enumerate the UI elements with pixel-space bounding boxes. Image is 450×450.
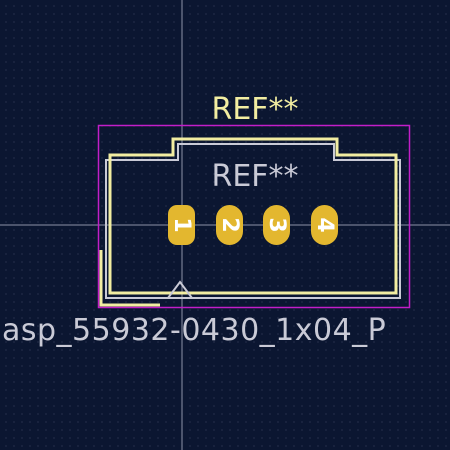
pad-3[interactable] xyxy=(263,205,290,245)
pin1-triangle-marker xyxy=(167,280,193,299)
pad-2[interactable] xyxy=(216,205,243,245)
pad-2-number: 2 xyxy=(217,217,242,232)
footprint-value-text[interactable]: asp_55932-0430_1x04_P xyxy=(2,313,386,348)
pad-1-number: 1 xyxy=(169,217,194,232)
courtyard-outline[interactable] xyxy=(97,124,411,309)
pad-1[interactable] xyxy=(168,205,195,245)
pad-4-number: 4 xyxy=(312,217,337,232)
pad-4[interactable] xyxy=(311,205,338,245)
reference-designator-silk[interactable]: REF** xyxy=(211,92,298,127)
fab-outline[interactable] xyxy=(105,143,401,299)
pin1-corner-mark xyxy=(99,250,160,307)
pad-3-number: 3 xyxy=(264,217,289,232)
silkscreen-outline[interactable] xyxy=(108,137,398,295)
reference-designator-fab[interactable]: REF** xyxy=(211,159,298,194)
